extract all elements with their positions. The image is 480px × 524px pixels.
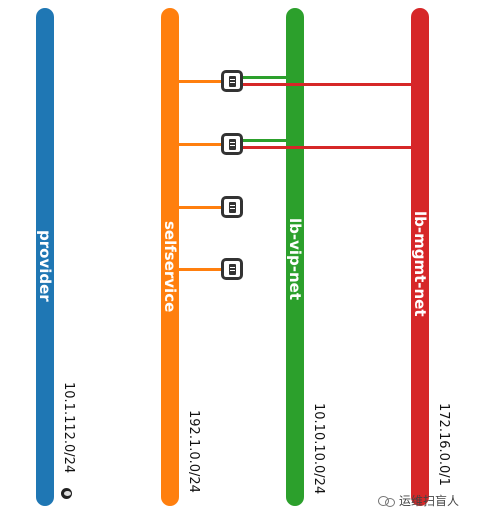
instance-node[interactable] — [221, 70, 243, 92]
network-label-selfservice: selfservice — [161, 221, 179, 313]
link-lb-mgmt-net — [243, 146, 411, 149]
link-lb-vip-net — [243, 76, 286, 79]
watermark: 运维扫盲人 — [378, 492, 459, 509]
link-selfservice — [179, 80, 222, 83]
network-label-lb-mgmt-net: lb-mgmt-net — [411, 211, 429, 317]
link-selfservice — [179, 268, 222, 271]
instance-node[interactable] — [221, 258, 243, 280]
watermark-text: 运维扫盲人 — [399, 494, 460, 508]
network-cidr-lb-vip-net: 10.10.10.0/24 — [311, 403, 326, 495]
network-bar-provider[interactable]: provider — [36, 8, 54, 506]
link-selfservice — [179, 206, 222, 209]
wechat-icon — [378, 495, 396, 507]
network-cidr-lb-mgmt-net: 172.16.0.0/1 — [436, 403, 451, 486]
server-icon — [229, 202, 236, 213]
network-cidr-provider: 10.1.112.0/24 — [61, 382, 76, 474]
server-icon — [229, 76, 236, 87]
instance-node[interactable] — [221, 133, 243, 155]
link-selfservice — [179, 143, 222, 146]
network-label-provider: provider — [36, 230, 54, 302]
network-bar-selfservice[interactable]: selfservice — [161, 8, 179, 506]
network-cidr-selfservice: 192.1.0.0/24 — [186, 410, 201, 493]
network-bar-lb-mgmt-net[interactable]: lb-mgmt-net — [411, 8, 429, 506]
network-label-lb-vip-net: lb-vip-net — [286, 218, 304, 301]
instance-node[interactable] — [221, 196, 243, 218]
server-icon — [229, 264, 236, 275]
server-icon — [229, 139, 236, 150]
network-bar-lb-vip-net[interactable]: lb-vip-net — [286, 8, 304, 506]
link-lb-vip-net — [243, 139, 286, 142]
globe-icon — [61, 488, 72, 499]
link-lb-mgmt-net — [243, 83, 411, 86]
